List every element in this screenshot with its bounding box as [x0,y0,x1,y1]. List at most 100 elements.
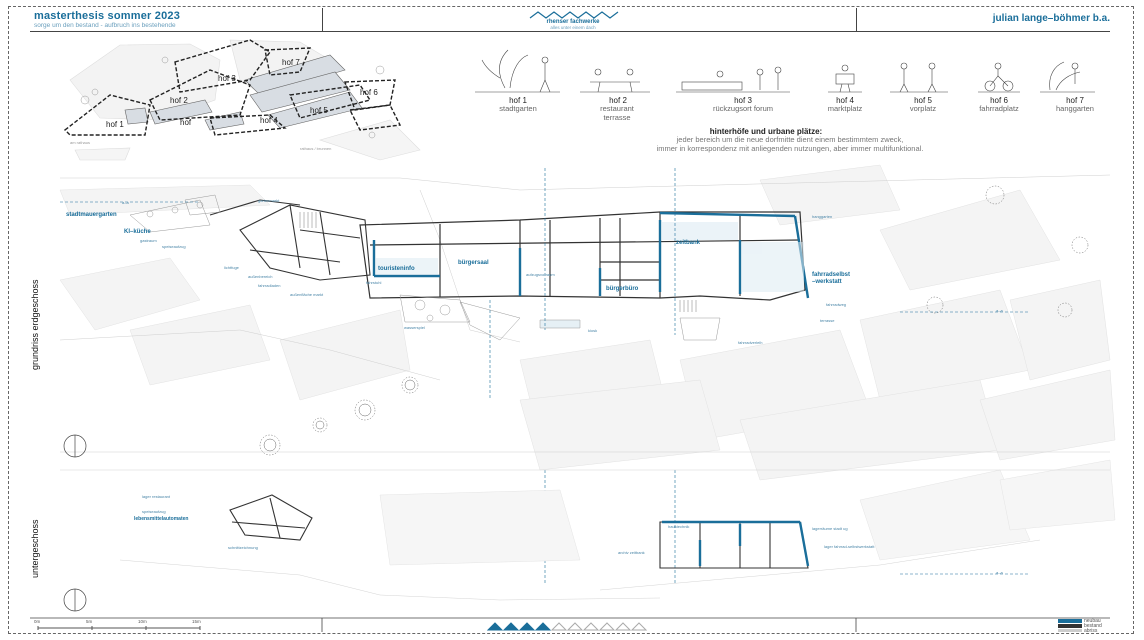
room-label: touristeninfo [378,266,415,272]
room-label: KI–küche [124,229,151,235]
site-label: hof 2 [170,96,188,105]
legend-label: neubau [1084,618,1101,624]
courtyard-label: hof 4 [836,96,854,105]
author-name: julian lange–böhmer b.a. [992,13,1110,24]
basement-room-label: lager fahrrad-selbstwerkstatt [824,544,875,549]
basement-west-room [229,494,313,541]
sheet-frame [8,6,1134,634]
basement-room-label: schnittzeichnung [228,545,258,550]
courtyard-use: marktplatz [827,104,863,113]
courtyard-description: jeder bereich um die neue dorfmitte dien… [676,135,904,144]
basement-room-label: speiseaufzug [142,509,166,514]
basement-label: untergeschoss [30,519,40,578]
small-room-label: lichtfuge [224,265,239,270]
site-label: hof 5 [310,106,328,115]
small-room-label: außenfläche markt [290,292,324,297]
courtyard-use: restaurant terrasse [600,104,634,122]
basement-room-label: lebensmittelautomaten [134,516,189,522]
courtyard-heading: hinterhöfe und urbane plätze: [709,127,823,136]
page-indicator-roofs [486,622,648,631]
small-room-label: wasserspiel [404,325,425,330]
small-room-label: fahrradladen [258,283,281,288]
ground-floor-context-outlines [59,174,1111,453]
ground-floor-label: grundriss erdgeschoss [30,279,40,370]
header-divider [322,8,323,32]
walking-figures-icon [890,62,948,93]
small-room-label: außenbereich [248,274,273,279]
thesis-subtitle: sorge um den bestand - aufbruch ins best… [34,22,176,29]
logo-roofs-icon [529,11,619,19]
site-label: hof 6 [360,88,378,97]
ground-floor-gardens [129,194,721,341]
courtyard-label: hof 2 [609,96,627,105]
site-label: hof 4 [260,116,278,125]
lounge-figures-icon [676,66,790,93]
thesis-title: masterthesis sommer 2023 [34,10,181,22]
basement-outlines [60,469,1110,601]
site-footnote: am rathaus [70,140,91,145]
scale-bar [37,626,201,630]
room-label: bürgersaal [458,260,489,266]
site-footnote: rathaus / brunnen [300,146,332,151]
courtyard-use: stadtgarten [499,104,537,113]
scale-label: 5m [86,619,93,624]
header-band [30,8,1110,32]
header-divider [856,8,857,32]
section-tag: a–a [996,570,1003,575]
site-plan-trees [80,56,385,139]
footer-band [30,617,1110,632]
courtyard-use: rückzugsort forum [712,104,774,113]
scale-label: 10m [138,619,147,624]
stair-hatching [299,212,697,312]
courtyard-label: hof 6 [990,96,1008,105]
courtyard-use: vorplatz [909,104,937,113]
section-tag: a–a [996,308,1003,313]
logo-name: rhenser fachwerke [546,19,600,25]
site-plan-buildings [124,54,363,131]
small-room-label: terrasse [820,318,835,323]
section-tag: a–a [122,200,129,205]
courtyard-label: hof 5 [914,96,932,105]
basement-room-label: lager restaurant [142,494,171,499]
basement-room-label: archiv zeitbank [618,550,645,555]
room-label: fahrradselbst [812,272,851,278]
courtyard-label: hof 3 [734,96,752,105]
small-room-label: gastraum [140,238,157,243]
neubau-tint [376,222,804,292]
site-label: hof [180,118,192,127]
basement-room-label: haustechnik [668,524,690,529]
small-room-label: speiseaufzug [162,244,186,249]
courtyard-use: fahrradplatz [979,104,1019,113]
logo-tagline: alles unter einem dach [550,25,596,30]
small-room-label: fahrradweg [826,302,847,307]
site-label: hof 3 [218,74,236,83]
bicycle-figure-icon [978,62,1020,93]
courtyard-description: immer in korrespondenz mit anliegenden n… [656,144,924,153]
site-label: hof 1 [106,120,124,129]
scale-label: 15m [192,619,201,624]
north-arrow-icon [63,434,87,612]
courtyard-use: hanggarten [1056,104,1094,113]
small-room-label: gartenmarkt [258,198,280,203]
basement-room-label: lagerräume stadt ug [812,526,848,531]
courtyard-illustrations [475,49,1095,93]
garden-figure-icon [1040,61,1095,93]
room-label: stadtmauergarten [66,212,117,218]
room-label: –werkstatt [812,279,842,285]
site-label: hof 7 [282,58,300,67]
legend-label: bestand [1084,623,1102,629]
small-room-label: kiosk [588,328,598,333]
ground-floor-context-blocks [59,164,1116,481]
site-plan-courtyard-outlines [63,39,402,136]
basement-neubau-walls [662,520,810,567]
dining-figures-icon [580,68,650,93]
room-label: zeitbank [676,240,701,246]
legend-label: abriss [1084,628,1098,634]
plant-figure-icon [475,49,560,93]
small-room-label: fahrstuhl [366,280,382,285]
basement-context [379,459,1116,566]
small-room-label: hanggarten [812,214,833,219]
small-room-label: aufzugsvorraum [526,272,555,277]
